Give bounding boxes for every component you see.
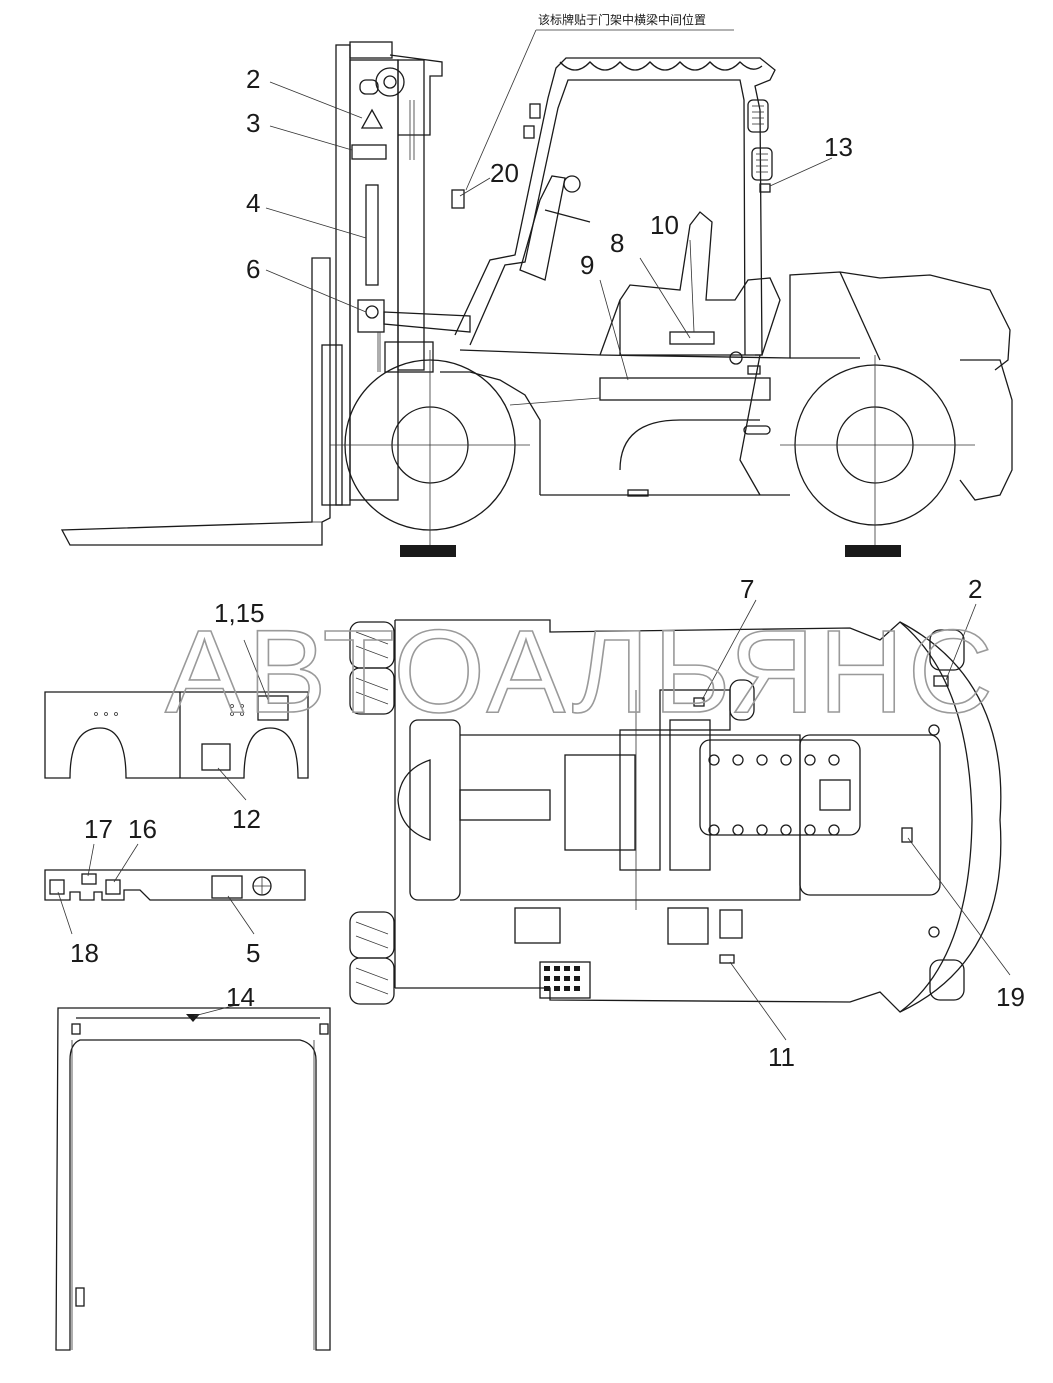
watermark-text: АВТОАЛЬЯНС: [165, 606, 997, 738]
callout-9: 9: [580, 250, 594, 280]
callout-19: 19: [996, 982, 1025, 1012]
callout-12: 12: [232, 804, 261, 834]
callout-8: 8: [610, 228, 624, 258]
callout-4: 4: [246, 188, 260, 218]
overhead-guard-view: [55, 1007, 331, 1351]
callout-11: 11: [768, 1042, 795, 1072]
callout-13: 13: [824, 132, 853, 162]
callout-2-top: 2: [968, 574, 982, 604]
callout-5: 5: [246, 938, 260, 968]
callout-14: 14: [226, 982, 255, 1012]
forklift-side-view: [60, 41, 1013, 557]
callout-16: 16: [128, 814, 157, 844]
callout-20: 20: [490, 158, 519, 188]
callout-17: 17: [84, 814, 113, 844]
callout-3: 3: [246, 108, 260, 138]
callout-2-side: 2: [246, 64, 260, 94]
rear-panel-view: [44, 691, 309, 779]
placement-note: 该标牌贴于门架中横梁中间位置: [538, 12, 706, 27]
bumper-strip-view: [44, 869, 306, 901]
callout-18: 18: [70, 938, 99, 968]
leader-lines: [57, 29, 1011, 1041]
callout-7: 7: [740, 574, 754, 604]
forklift-top-view: [349, 619, 1002, 1013]
callout-10: 10: [650, 210, 679, 240]
callout-6: 6: [246, 254, 260, 284]
callout-1-15: 1,15: [214, 598, 265, 628]
